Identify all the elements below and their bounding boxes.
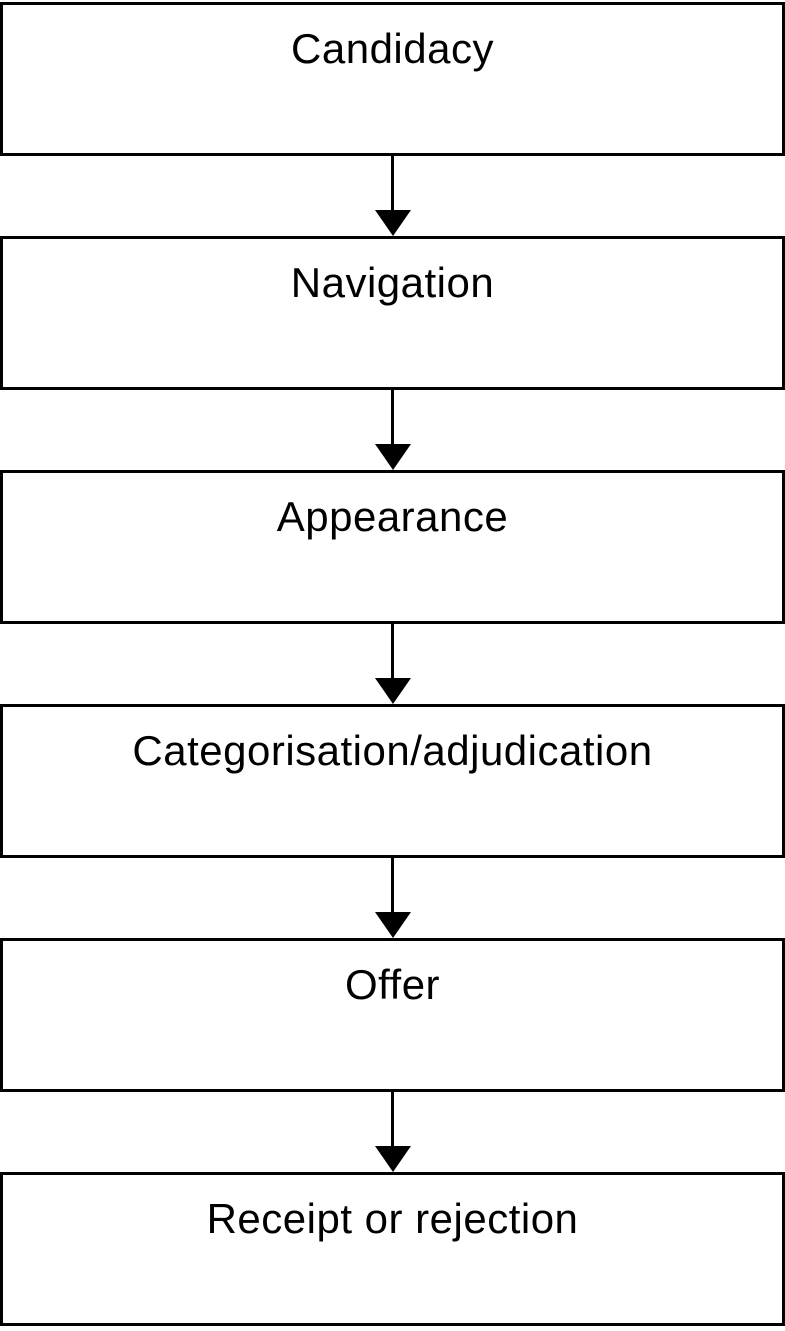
- arrow-down-icon: [0, 390, 785, 470]
- flow-node-label: Receipt or rejection: [206, 1195, 579, 1242]
- flow-node-receipt-or-rejection: Receipt or rejection: [0, 1172, 785, 1326]
- flow-node-label: Candidacy: [291, 25, 494, 72]
- arrow-shaft: [391, 1092, 394, 1146]
- flow-node-appearance: Appearance: [0, 470, 785, 624]
- arrow-shaft: [391, 858, 394, 912]
- arrow-shaft: [391, 390, 394, 444]
- arrow-head: [374, 912, 411, 938]
- arrow-down-icon: [0, 156, 785, 236]
- arrow-head: [374, 678, 411, 704]
- flow-node-candidacy: Candidacy: [0, 2, 785, 156]
- arrow-down-icon: [0, 858, 785, 938]
- arrow-shaft: [391, 624, 394, 678]
- flow-node-label: Appearance: [276, 493, 509, 540]
- arrow-head: [374, 1146, 411, 1172]
- flow-node-categorisation-adjudication: Categorisation/adjudication: [0, 704, 785, 858]
- arrow-down-icon: [0, 1092, 785, 1172]
- flow-node-navigation: Navigation: [0, 236, 785, 390]
- arrow-shaft: [391, 156, 394, 210]
- arrow-head: [374, 210, 411, 236]
- flow-node-offer: Offer: [0, 938, 785, 1092]
- arrow-head: [374, 444, 411, 470]
- flow-node-label: Offer: [344, 961, 441, 1008]
- flow-node-label: Navigation: [290, 259, 495, 306]
- arrow-down-icon: [0, 624, 785, 704]
- flow-node-label: Categorisation/adjudication: [132, 727, 653, 774]
